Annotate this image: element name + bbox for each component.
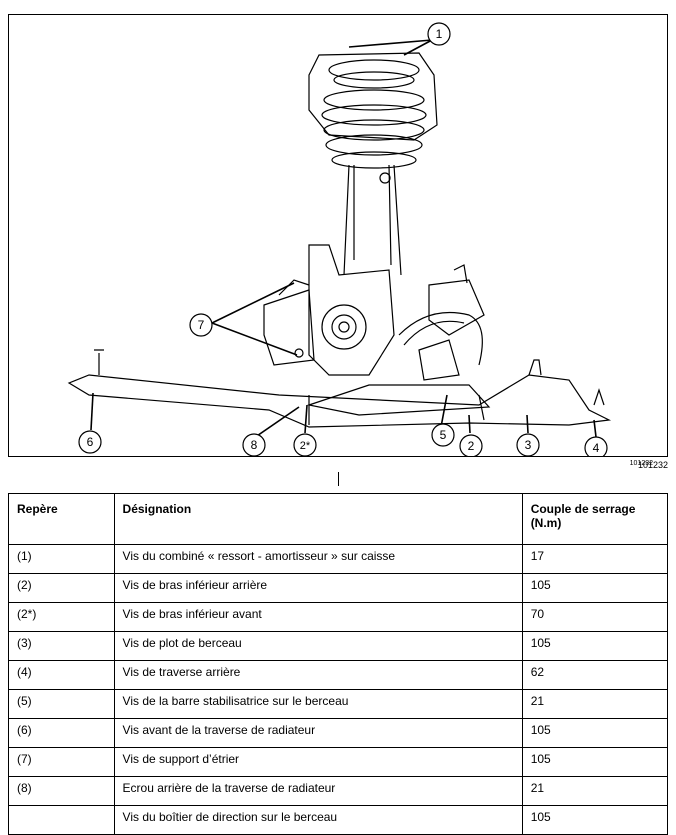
callout-label-3: 3 [525,438,532,452]
cell-designation: Vis de la barre stabilisatrice sur le be… [113,689,523,719]
cell-repere: (2*) [8,602,115,632]
cell-couple: 62 [521,660,669,690]
cell-designation: Vis de support d’étrier [113,747,523,777]
cell-repere: (8) [8,776,115,806]
cell-designation: Vis du boîtier de direction sur le berce… [113,805,523,835]
callout-label-8: 8 [251,438,258,452]
cell-repere: (6) [8,718,115,748]
table-row: (8)Ecrou arrière de la traverse de radia… [8,776,669,806]
cell-couple: 105 [521,747,669,777]
cell-couple: 105 [521,573,669,603]
cell-couple: 17 [521,544,669,574]
engine-mount [428,279,485,336]
cell-repere: (2) [8,573,115,603]
suspension-diagram: 1 7 6 8 2* 5 2 3 4 101232 [8,14,668,467]
cell-couple: 105 [521,718,669,748]
callout-label-7: 7 [198,318,205,332]
steering-knuckle [308,244,395,376]
callout-4 [584,436,608,456]
callout-8 [242,433,266,456]
callout-label-4: 4 [593,441,600,455]
header-couple: Couple de serrage (N.m) [521,493,669,545]
table-row: (1)Vis du combiné « ressort - amortisseu… [8,544,669,574]
cell-repere [8,805,115,835]
figure-reference: 101232 [637,460,668,470]
cell-repere: (4) [8,660,115,690]
cell-repere: (3) [8,631,115,661]
top-mount [308,52,438,141]
callout-label-1: 1 [436,27,443,41]
callout-2 [459,434,483,456]
table-header-row: Repère Désignation Couple de serrage (N.… [8,493,669,545]
torque-table: Repère Désignation Couple de serrage (N.… [8,493,669,835]
stabilizer-bar [398,311,483,366]
cell-couple: 105 [521,805,669,835]
cell-designation: Ecrou arrière de la traverse de radiateu… [113,776,523,806]
cell-designation: Vis de bras inférieur avant [113,602,523,632]
cell-designation: Vis de traverse arrière [113,660,523,690]
cell-couple: 70 [521,602,669,632]
table-row: Vis du boîtier de direction sur le berce… [8,805,669,835]
cell-repere: (7) [8,747,115,777]
callout-1 [427,22,451,46]
callout-label-5: 5 [440,428,447,442]
separator-mark [338,472,339,486]
lower-arm [306,384,491,416]
callout-label-2: 2 [468,439,475,453]
callout-label-6: 6 [87,435,94,449]
header-designation: Désignation [113,493,523,545]
cell-repere: (5) [8,689,115,719]
subframe [67,374,612,428]
cell-designation: Vis de bras inférieur arrière [113,573,523,603]
strut-body [343,164,402,276]
callout-6 [78,430,102,454]
callout-5 [431,423,455,447]
cell-couple: 105 [521,631,669,661]
suspension-drawing: 1 7 6 8 2* 5 2 3 4 [67,22,612,456]
cell-designation: Vis avant de la traverse de radiateur [113,718,523,748]
table-row: (5)Vis de la barre stabilisatrice sur le… [8,689,669,719]
figure-reference-inner: 101232 [629,460,653,467]
coil-spring [321,89,427,169]
cell-designation: Vis de plot de berceau [113,631,523,661]
header-repere: Repère [8,493,115,545]
callout-2star [293,433,317,456]
callout-label-2star: 2* [300,440,311,452]
hub [321,304,367,350]
cell-couple: 21 [521,776,669,806]
cell-repere: (1) [8,544,115,574]
cell-designation: Vis du combiné « ressort - amortisseur »… [113,544,523,574]
table-row: (6)Vis avant de la traverse de radiateur… [8,718,669,748]
callout-7 [189,313,213,337]
cell-couple: 21 [521,689,669,719]
callout-3 [516,433,540,456]
brake-caliper [263,289,315,366]
